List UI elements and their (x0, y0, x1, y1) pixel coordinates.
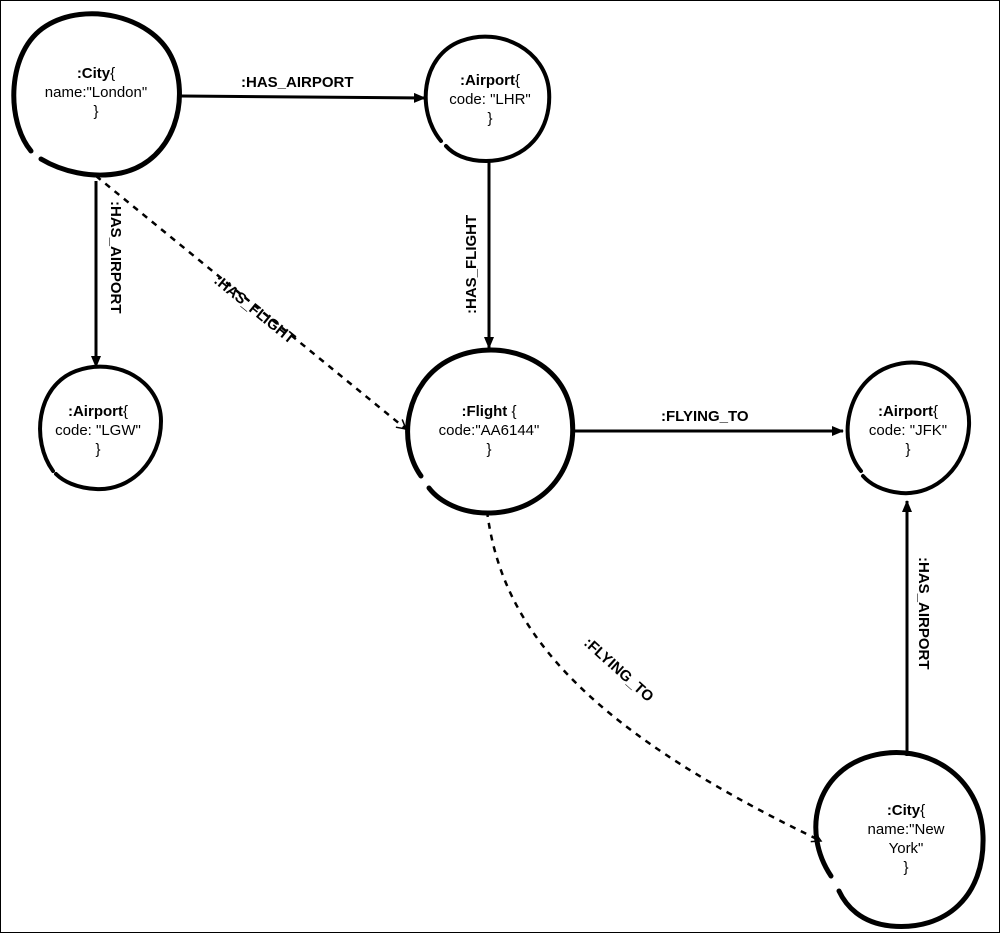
airport-lgw-label: :Airport (67, 403, 123, 420)
airport-lgw-text: :Airport{ code: "LGW" } (33, 402, 163, 459)
airport-jfk-prop: code: "JFK" (868, 422, 948, 439)
city-newyork-node[interactable] (813, 750, 986, 929)
airport-jfk-label: :Airport (877, 403, 933, 420)
brace-close: } (93, 103, 99, 120)
edge-label-london-flight: :HAS_FLIGHT (210, 272, 298, 348)
edge-label-flight-jfk: :FLYING_TO (661, 408, 749, 425)
city-newyork-prop: name:"New (867, 821, 945, 838)
city-newyork-prop-cont: York" (888, 840, 924, 857)
city-london-prop: name:"London" (44, 84, 148, 101)
edge-label-flight-newyork: :FLYING_TO (580, 634, 657, 705)
brace-close: } (95, 441, 101, 458)
city-london-node[interactable] (11, 11, 182, 178)
city-newyork-text: :City{ name:"New York" } (841, 801, 971, 877)
edge-label-newyork-jfk: :HAS_AIRPORT (915, 557, 932, 670)
city-london-label: :City (76, 65, 111, 82)
edge-label-london-lgw: :HAS_AIRPORT (107, 201, 124, 314)
airport-lgw-node[interactable] (38, 364, 164, 492)
city-newyork-label: :City (886, 802, 921, 819)
city-london-text: :City{ name:"London" } (26, 64, 166, 121)
brace-open: { (932, 403, 938, 420)
brace-close: } (486, 441, 492, 458)
brace-open: { (122, 403, 128, 420)
brace-open: { (507, 403, 517, 420)
airport-jfk-node[interactable] (845, 360, 972, 496)
airport-lhr-text: :Airport{ code: "LHR" } (425, 71, 555, 128)
flight-prop: code:"AA6144" (438, 422, 540, 439)
brace-close: } (487, 110, 493, 127)
brace-open: { (920, 802, 926, 819)
edge-london-lhr-line (180, 92, 426, 103)
airport-lhr-label: :Airport (459, 72, 515, 89)
airport-lhr-prop: code: "LHR" (449, 91, 531, 108)
airport-lhr-node[interactable] (423, 34, 552, 164)
airport-lgw-prop: code: "LGW" (55, 422, 141, 439)
flight-label: :Flight (461, 403, 508, 420)
edge-label-lhr-flight: :HAS_FLIGHT (463, 215, 480, 314)
airport-jfk-text: :Airport{ code: "JFK" } (843, 402, 973, 459)
edge-label-london-lhr: :HAS_AIRPORT (241, 74, 354, 91)
brace-close: } (903, 859, 909, 876)
brace-close: } (905, 441, 911, 458)
flight-text: :Flight { code:"AA6144" } (419, 402, 559, 459)
brace-open: { (514, 72, 520, 89)
edge-flight-newyork-line (485, 510, 823, 843)
brace-open: { (110, 65, 116, 82)
